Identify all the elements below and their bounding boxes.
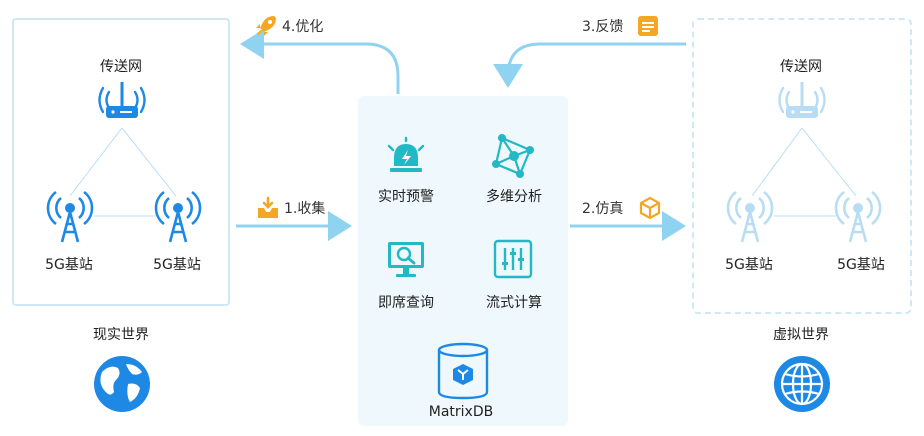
feedback-label: 3.反馈 [582,19,624,35]
virtual-world-panel [692,18,912,314]
real-network-label: 传送网 [100,59,142,75]
cube-icon [639,196,661,220]
document-icon [638,16,658,36]
database-cylinder-icon [437,342,489,400]
feature-adhoc-query-label: 即席查询 [378,295,434,311]
real-world-panel [12,18,230,306]
virtual-network-label: 传送网 [780,59,822,75]
stream-compute-icon [493,239,533,279]
optimize-arrow [240,29,400,94]
virtual-tower-right-icon [834,190,882,243]
monitor-search-icon [388,242,424,277]
inbox-download-icon [258,196,278,218]
feature-stream-compute-label: 流式计算 [486,295,542,311]
feature-realtime-alert-label: 实时预警 [378,189,434,205]
earth-globe-icon [94,356,150,412]
feedback-arrow [493,42,686,88]
virtual-world-label: 虚拟世界 [773,327,829,343]
real-world-label: 现实世界 [93,327,149,343]
matrixdb-label: MatrixDB [428,404,494,420]
collect-label: 1.收集 [284,201,326,217]
alarm-bell-icon [387,136,425,172]
rocket-icon [256,16,276,36]
feature-multidim-analysis-label: 多维分析 [486,189,542,205]
optimize-label: 4.优化 [282,19,324,35]
simulate-label: 2.仿真 [582,201,624,217]
real-station-left-label: 5G基站 [45,257,93,273]
network-graph-icon [492,134,534,178]
router-icon [98,82,146,118]
virtual-station-left-label: 5G基站 [725,257,773,273]
virtual-tower-left-icon [726,190,774,243]
real-station-right-label: 5G基站 [153,257,201,273]
tower-right-icon [154,190,202,243]
tower-left-icon [46,190,94,243]
virtual-station-right-label: 5G基站 [837,257,885,273]
virtual-router-icon [778,82,826,118]
wireframe-globe-icon [774,356,830,412]
